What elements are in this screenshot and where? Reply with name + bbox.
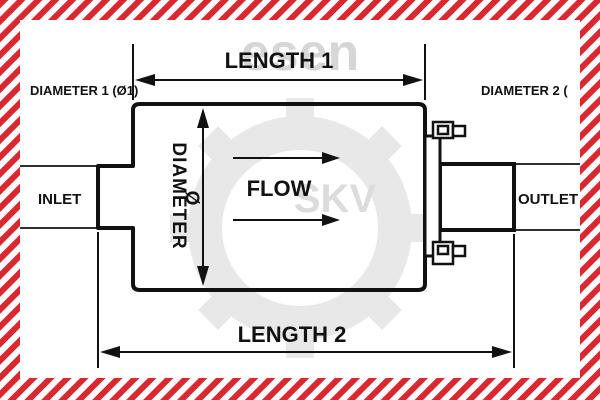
pump-body-outline [96,102,427,292]
hazard-stripe-right [580,0,600,400]
length-2-dimension [97,232,515,368]
outlet-pipe [438,162,516,232]
diameter-2-label: DIAMETER 2 ( [481,83,568,98]
top-terminal [431,120,467,140]
hazard-stripe-left [0,0,20,400]
pump-end-cap [423,134,442,258]
length-1-label: LENGTH 1 [225,48,334,73]
esen-logo-watermark: esen [241,24,360,82]
outlet-label: OUTLET [518,191,578,208]
pipe-extension-lines [20,163,580,231]
diameter-symbol: Ø [181,191,202,206]
inlet-label: INLET [38,191,81,208]
flow-label: FLOW [247,176,312,201]
bottom-terminal [431,240,467,266]
diameter-vertical-label: DIAMETER [168,142,189,249]
length-2-label: LENGTH 2 [238,322,347,347]
diameter-dimension [197,108,209,286]
diameter-1-label: DIAMETER 1 (Ø1) [30,83,138,98]
skv-brand-watermark: SKV [294,177,377,221]
flow-arrows [233,152,340,226]
length-1-dimension [132,44,426,100]
